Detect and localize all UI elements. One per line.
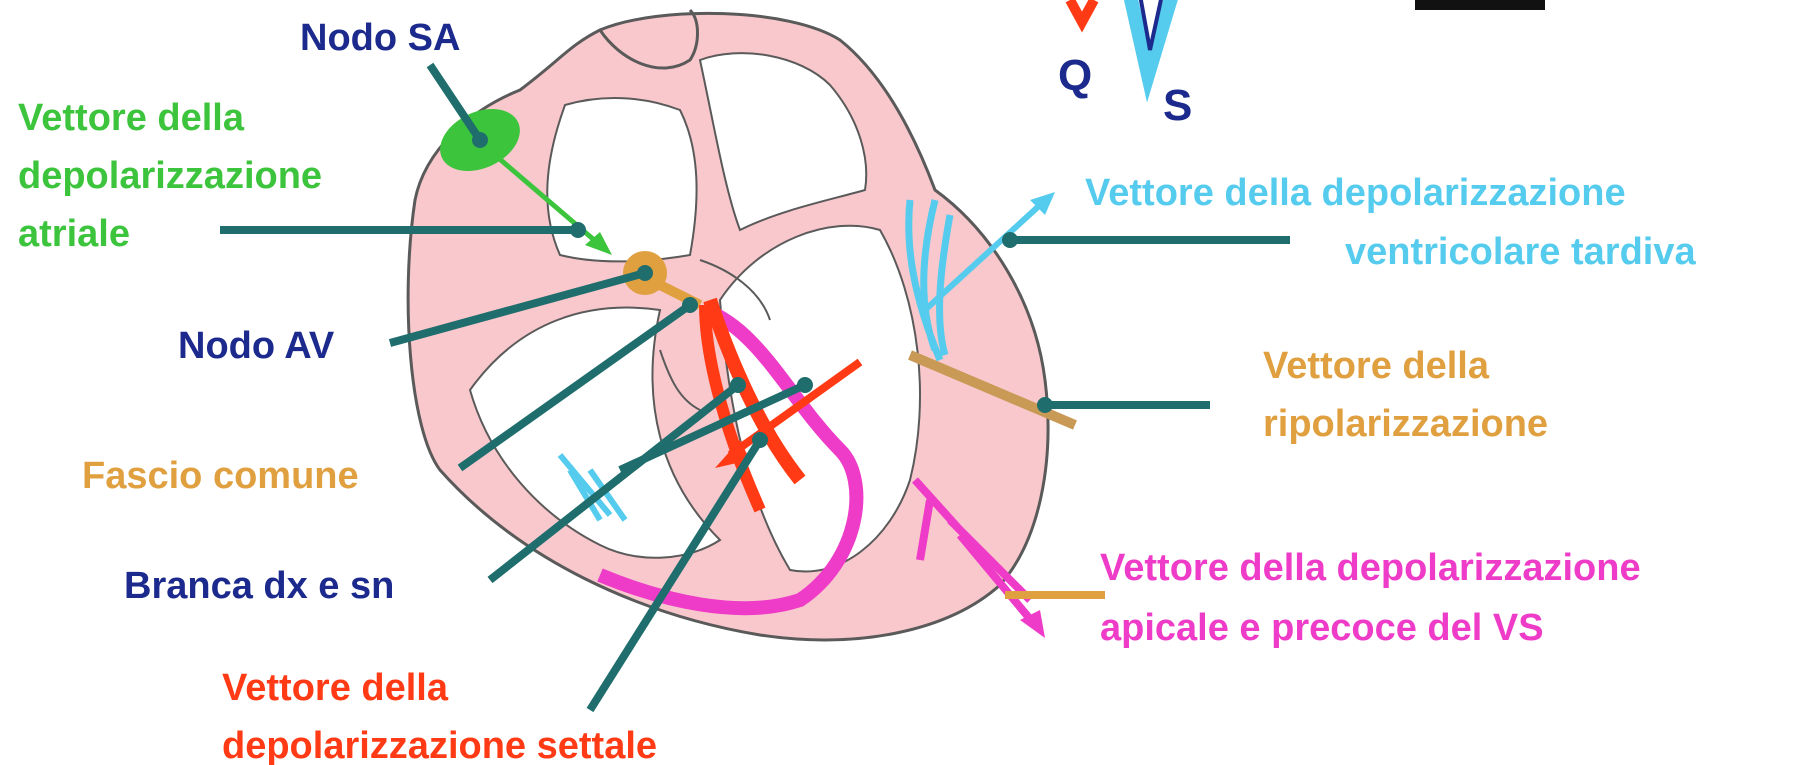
dot-av (637, 265, 653, 281)
ecg-baseline (1415, 0, 1545, 10)
label-branca: Branca dx e sn (124, 565, 394, 607)
label-septal-vector-line1: Vettore della (222, 667, 449, 709)
dot-repolarization (1037, 397, 1053, 413)
label-atrial-vector-line1: Vettore della (18, 97, 245, 139)
label-repolarization-line2: ripolarizzazione (1263, 403, 1548, 445)
label-atrial-vector-line3: atriale (18, 213, 130, 255)
ecg-s-letter: S (1163, 81, 1192, 130)
label-apical-line2: apicale e precoce del VS (1100, 607, 1544, 649)
label-nodo-av: Nodo AV (178, 325, 335, 367)
label-repolarization-line1: Vettore della (1263, 345, 1490, 387)
dot-branca (730, 377, 746, 393)
ecg-trace-fragment (1070, 0, 1545, 75)
dot-late-ventricular (1002, 232, 1018, 248)
label-apical-line1: Vettore della depolarizzazione (1100, 547, 1641, 589)
label-fascio-comune: Fascio comune (82, 455, 359, 497)
dot-branca-2 (797, 377, 813, 393)
ecg-q-letter: Q (1058, 51, 1092, 100)
label-late-ventricular-line2: ventricolare tardiva (1345, 231, 1696, 273)
ecg-q-wave (1070, 0, 1094, 22)
dot-septal (752, 432, 768, 448)
label-atrial-vector-line2: depolarizzazione (18, 155, 322, 197)
label-nodo-sa: Nodo SA (300, 17, 460, 59)
label-septal-vector-line2: depolarizzazione settale (222, 725, 657, 765)
right-atrium (547, 98, 696, 261)
label-late-ventricular-line1: Vettore della depolarizzazione (1085, 172, 1626, 214)
dot-fascio (682, 297, 698, 313)
dot-atrial (570, 222, 586, 238)
dot-sa (472, 132, 488, 148)
